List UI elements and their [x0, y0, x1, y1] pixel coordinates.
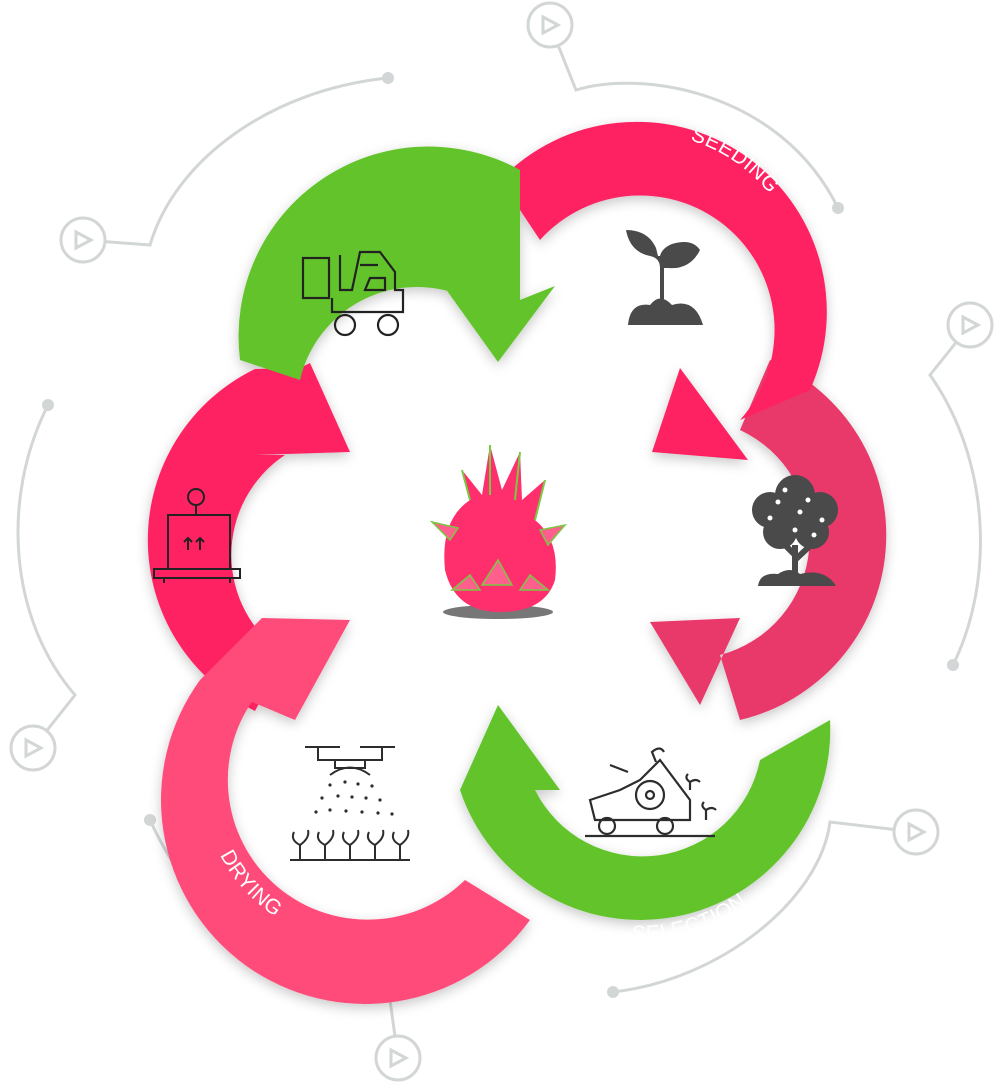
arrow-packaging: [147, 363, 350, 711]
arrow-drying: [161, 618, 531, 1004]
arrow-harvest: [650, 360, 887, 720]
play-circle-icon: [946, 301, 994, 349]
play-circle-icon: [526, 1, 574, 49]
harvester-machine-icon: [585, 747, 717, 838]
arrow-selection: [460, 705, 831, 920]
arrow-seeding: [500, 121, 827, 460]
play-circle-icon: [374, 1034, 422, 1082]
label-packaging: PACKAGING: [39, 439, 91, 573]
play-circle-icon: [9, 724, 57, 772]
play-circle-icon: [59, 216, 107, 264]
sprout-icon: [626, 230, 703, 325]
crop-drone-icon: [290, 746, 410, 861]
dragon-fruit-icon: [429, 445, 567, 619]
forklift-icon: [301, 250, 405, 337]
box-on-scale-icon: [153, 488, 241, 583]
play-circle-icon: [892, 808, 940, 856]
fruit-tree-icon: [752, 475, 838, 586]
play-circle-icons: [9, 1, 994, 1082]
label-harvest: HARVEST: [905, 499, 939, 610]
connector-dots: [42, 72, 959, 998]
stage-arrows: [147, 121, 887, 1004]
arrow-paletization: [238, 146, 555, 380]
